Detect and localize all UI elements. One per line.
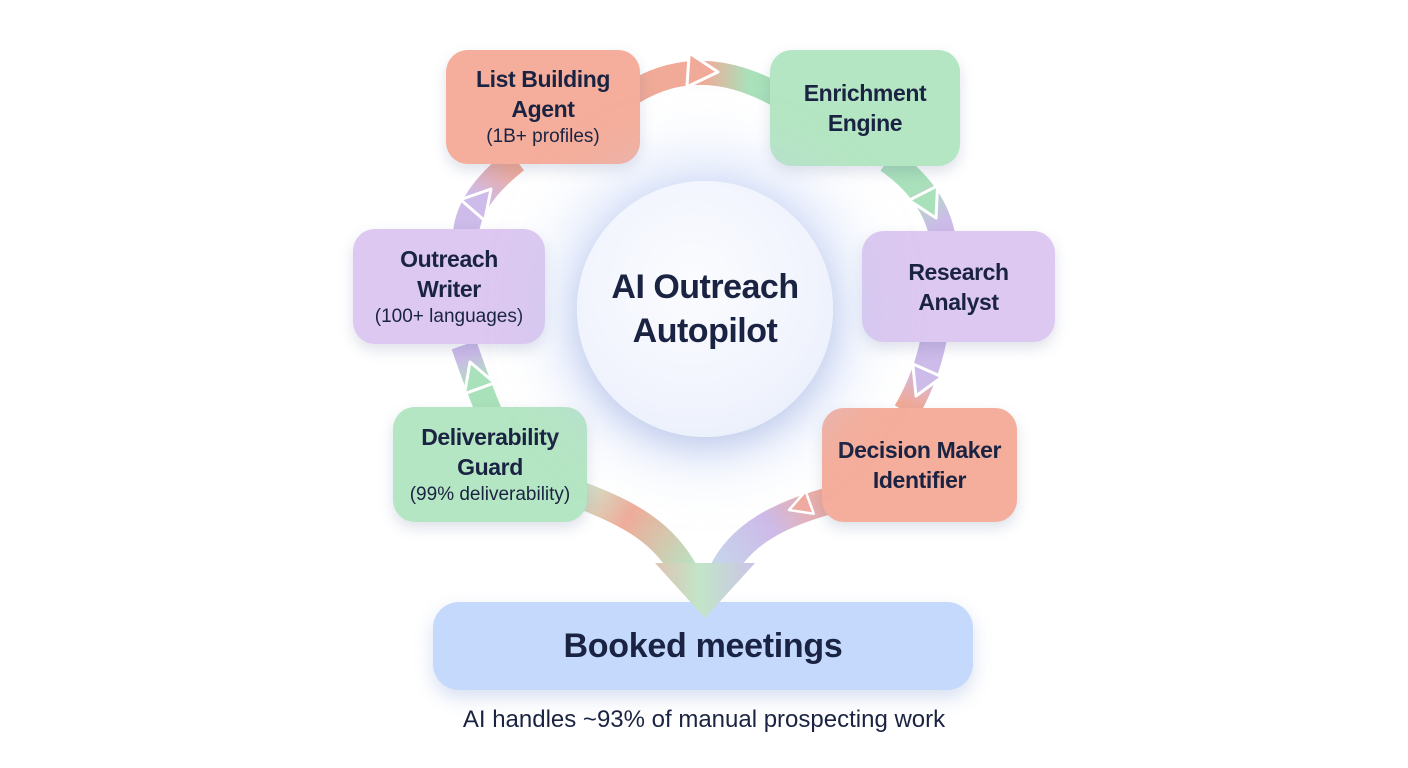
hub-title-line: Autopilot: [632, 312, 778, 350]
node-title-line: Enrichment: [803, 80, 927, 106]
node-subtitle: (99% deliverability): [409, 483, 571, 505]
edge-enrichment-to-research: [880, 149, 956, 243]
edge-deliverability-to-outreach: [451, 340, 502, 417]
arrowhead-merge-right-icon: [787, 489, 816, 516]
node-list-building-agent: List Building Agent (1B+ profiles): [446, 50, 640, 164]
node-title: Deliverability Guard: [421, 422, 559, 482]
node-subtitle: (1B+ profiles): [486, 126, 600, 147]
edge-deliverability-to-booked: [573, 481, 698, 581]
node-outreach-writer: Outreach Writer (100+ languages): [353, 229, 545, 344]
edge-decisionmaker-to-booked: [708, 486, 836, 581]
node-title-line: Outreach: [400, 245, 498, 272]
node-title: Decision Maker Identifier: [837, 435, 1002, 495]
hub-circle: AI Outreach Autopilot: [577, 181, 833, 437]
node-title-line: Guard: [457, 453, 523, 480]
node-title-line: List Building: [475, 66, 611, 92]
booked-meetings-box: Booked meetings: [433, 602, 973, 690]
node-title-line: Deliverability: [421, 423, 559, 450]
node-title-line: Writer: [417, 275, 481, 302]
edge-listbuilding-to-enrichment: [627, 60, 793, 111]
booked-meetings-label: Booked meetings: [563, 626, 843, 665]
caption: AI handles ~93% of manual prospecting wo…: [462, 706, 946, 733]
node-title: Research Analyst: [908, 257, 1009, 317]
node-title-line: Research: [908, 258, 1009, 285]
arrowhead-left-lower-icon: [463, 360, 497, 396]
edge-outreach-to-listbuilding: [453, 149, 525, 235]
node-research-analyst: Research Analyst: [862, 231, 1055, 342]
arrowhead-right-upper-icon: [907, 184, 940, 220]
node-title: Enrichment Engine: [804, 78, 927, 138]
node-subtitle: (100+ languages): [374, 305, 524, 327]
arrowhead-right-lower-icon: [911, 362, 944, 398]
node-enrichment-engine: Enrichment Engine: [770, 50, 960, 166]
node-title-line: Identifier: [872, 467, 967, 493]
node-decision-maker-identifier: Decision Maker Identifier: [822, 408, 1017, 522]
hub-title: AI Outreach Autopilot: [611, 265, 799, 353]
node-title-line: Engine: [827, 110, 903, 136]
node-title: List Building Agent: [476, 64, 610, 124]
node-deliverability-guard: Deliverability Guard (99% deliverability…: [393, 407, 587, 522]
edge-research-to-decisionmaker: [894, 335, 947, 419]
arrowhead-left-upper-icon: [459, 187, 493, 223]
hub-title-line: AI Outreach: [611, 268, 799, 306]
arrowhead-top-icon: [685, 51, 720, 89]
node-title-line: Analyst: [918, 288, 999, 315]
node-title-line: Decision Maker: [837, 437, 1002, 463]
node-title: Outreach Writer: [400, 244, 498, 304]
node-title-line: Agent: [511, 96, 575, 122]
